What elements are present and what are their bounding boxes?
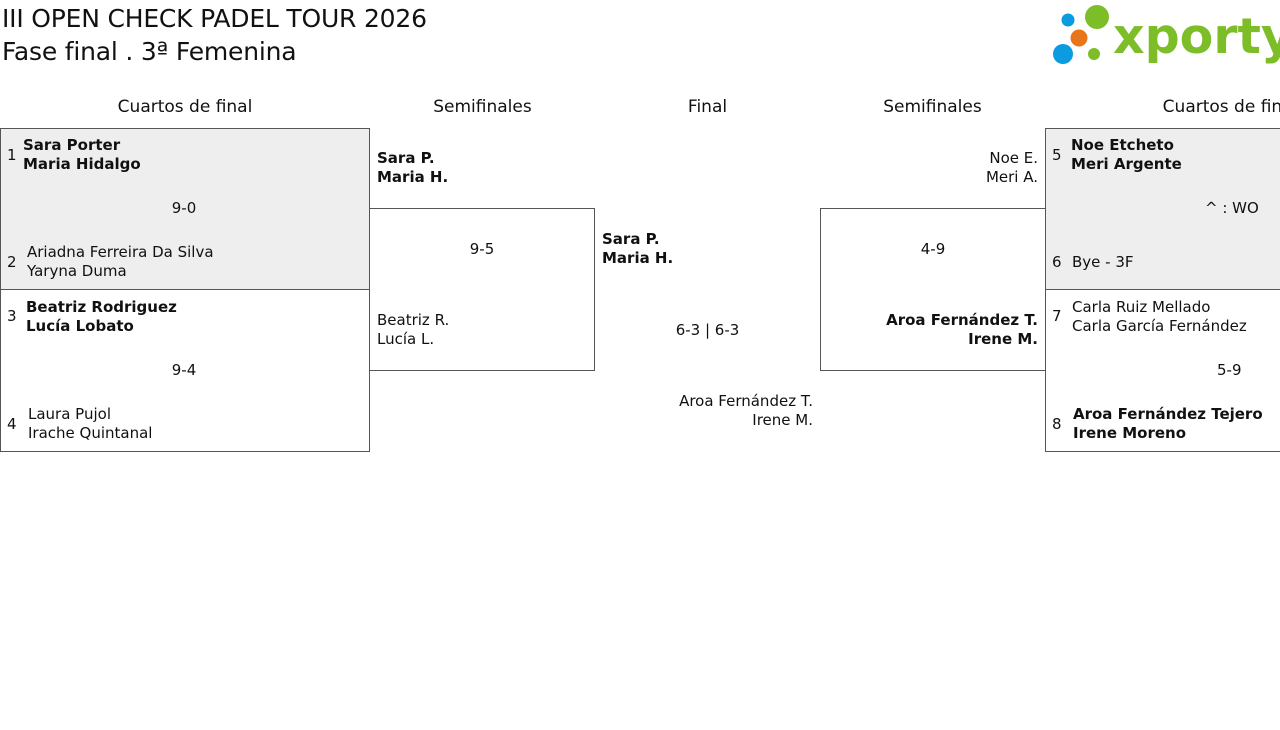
team-entry: Bye - 3F [1072, 253, 1134, 272]
player-name: Sara P. [377, 149, 435, 167]
player-name: Maria H. [377, 168, 449, 186]
match-score: 5-9 [1217, 361, 1242, 379]
phase-subtitle: Fase final . 3ª Femenina [2, 37, 297, 66]
seed-number: 4 [7, 415, 17, 433]
round-header-left-semifinals: Semifinales [433, 97, 532, 117]
player-name: Aroa Fernández Tejero [1073, 405, 1263, 423]
match-score: ^ : WO [1205, 199, 1259, 217]
player-name: Aroa Fernández T. [886, 311, 1038, 329]
player-name: Bye - 3F [1072, 253, 1134, 271]
player-name: Maria H. [602, 249, 674, 267]
team-entry: Sara Porter Maria Hidalgo [23, 136, 141, 174]
team-entry: Ariadna Ferreira Da Silva Yaryna Duma [27, 243, 214, 281]
logo-dots-icon [1053, 5, 1109, 64]
player-name: Irene M. [752, 411, 813, 429]
player-name: Irene M. [968, 330, 1038, 348]
player-name: Maria Hidalgo [23, 155, 141, 173]
seed-number: 1 [7, 146, 17, 164]
match-box-semifinal-left[interactable] [369, 208, 595, 371]
player-name: Meri A. [985, 168, 1038, 186]
team-entry: Carla Ruiz Mellado Carla García Fernánde… [1072, 298, 1247, 336]
team-entry: Beatriz R. Lucía L. [377, 311, 449, 349]
player-name: Meri Argente [1071, 155, 1182, 173]
player-name: Noe E. [989, 149, 1038, 167]
team-entry: Noe E. Meri A. [820, 149, 1038, 187]
seed-number: 5 [1052, 146, 1062, 164]
player-name: Laura Pujol [28, 405, 111, 423]
player-name: Ariadna Ferreira Da Silva [27, 243, 214, 261]
xporty-logo: xporty [1050, 4, 1280, 68]
team-entry: Aroa Fernández T. Irene M. [595, 392, 813, 430]
player-name: Lucía L. [377, 330, 435, 348]
tournament-title: III OPEN CHECK PADEL TOUR 2026 [2, 4, 427, 33]
team-entry: Aroa Fernández Tejero Irene Moreno [1073, 405, 1263, 443]
player-name: Aroa Fernández T. [679, 392, 813, 410]
player-name: Carla García Fernández [1072, 317, 1247, 335]
round-header-left-quarterfinals: Cuartos de final [117, 97, 253, 117]
round-header-right-quarterfinals: Cuartos de final [1162, 97, 1280, 117]
logo-text: xporty [1113, 8, 1280, 65]
team-entry: Sara P. Maria H. [602, 230, 673, 268]
player-name: Sara Porter [23, 136, 121, 154]
player-name: Beatriz R. [377, 311, 450, 329]
player-name: Noe Etcheto [1071, 136, 1174, 154]
team-entry: Noe Etcheto Meri Argente [1071, 136, 1182, 174]
seed-number: 6 [1052, 253, 1062, 271]
team-entry: Aroa Fernández T. Irene M. [820, 311, 1038, 349]
player-name: Irache Quintanal [28, 424, 153, 442]
team-entry: Beatriz Rodriguez Lucía Lobato [26, 298, 177, 336]
match-score: 9-4 [171, 361, 197, 379]
team-entry: Sara P. Maria H. [377, 149, 448, 187]
seed-number: 7 [1052, 307, 1062, 325]
player-name: Lucía Lobato [26, 317, 134, 335]
match-box-quarterfinal-3[interactable] [1045, 128, 1280, 290]
player-name: Yaryna Duma [27, 262, 127, 280]
player-name: Carla Ruiz Mellado [1072, 298, 1211, 316]
team-entry: Laura Pujol Irache Quintanal [28, 405, 152, 443]
player-name: Beatriz Rodriguez [26, 298, 177, 316]
match-score: 4-9 [920, 240, 946, 258]
round-header-right-semifinals: Semifinales [883, 97, 982, 117]
final-score: 6-3 | 6-3 [675, 321, 740, 339]
match-score: 9-0 [171, 199, 197, 217]
match-score: 9-5 [469, 240, 495, 258]
seed-number: 2 [7, 253, 17, 271]
seed-number: 8 [1052, 415, 1062, 433]
player-name: Sara P. [602, 230, 660, 248]
player-name: Irene Moreno [1073, 424, 1187, 442]
match-box-quarterfinal-1[interactable] [0, 128, 370, 290]
round-header-final: Final [687, 97, 728, 117]
seed-number: 3 [7, 307, 17, 325]
match-box-quarterfinal-4[interactable] [1045, 289, 1280, 452]
